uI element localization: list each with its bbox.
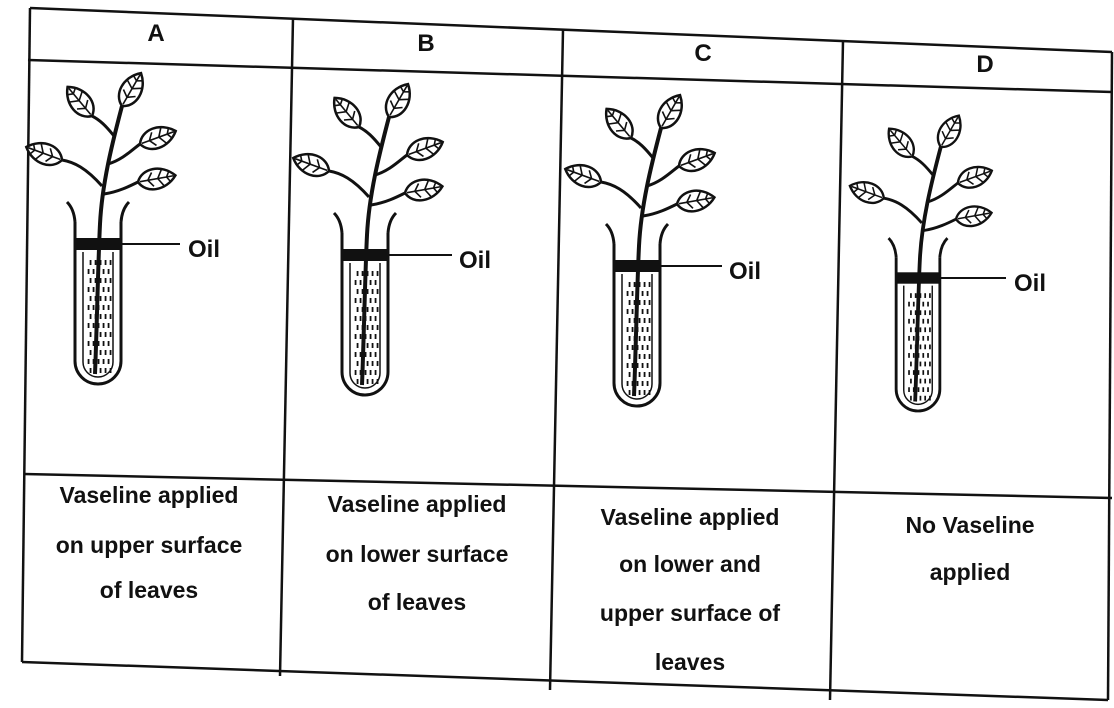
leaf-c-5 — [675, 187, 716, 214]
oil-label-b: Oil — [459, 247, 491, 274]
oil-layer-b — [342, 249, 388, 261]
caption-c-line-1: Vaseline applied — [601, 504, 780, 530]
header-d: D — [976, 51, 993, 78]
leaf-b-1 — [290, 148, 333, 180]
header-a: A — [147, 20, 164, 47]
leaf-a-4 — [137, 121, 180, 153]
leaf-c-4 — [676, 143, 719, 175]
leaf-a-3 — [113, 68, 150, 111]
branches-c — [601, 138, 679, 216]
leaf-d-1 — [847, 177, 888, 207]
leaf-d-5 — [954, 203, 993, 228]
oil-layer-c — [614, 260, 660, 272]
plant-c — [562, 90, 722, 406]
header-b: B — [417, 30, 434, 57]
leaf-c-1 — [562, 159, 605, 191]
leaf-b-3 — [380, 79, 417, 122]
caption-c-line-4: leaves — [655, 649, 725, 675]
leaf-c-3 — [652, 90, 689, 133]
branches-a — [62, 116, 140, 194]
leaf-b-5 — [403, 176, 444, 203]
plant-b — [290, 79, 452, 395]
caption-a-line-1: Vaseline applied — [60, 482, 239, 508]
leaf-d-4 — [955, 162, 996, 192]
branches-b — [329, 127, 407, 205]
caption-a-line-2: on upper surface — [56, 532, 243, 558]
column-headers: A B C D — [147, 20, 993, 78]
captions: Vaseline applied on upper surface of lea… — [56, 482, 1035, 675]
leaf-d-3 — [932, 111, 967, 152]
caption-c-line-2: on lower and — [619, 551, 761, 577]
tube-lip-a — [67, 202, 129, 222]
tube-lip-b — [334, 213, 396, 233]
oil-layer-d — [896, 272, 940, 283]
caption-b-line-3: of leaves — [368, 589, 466, 615]
caption-b-line-1: Vaseline applied — [328, 491, 507, 517]
plant-d — [847, 111, 1006, 411]
tube-lip-c — [606, 224, 668, 244]
branches-d — [884, 156, 958, 230]
oil-label-d: Oil — [1014, 270, 1046, 297]
oil-label-c: Oil — [729, 258, 761, 285]
plant-a — [23, 68, 180, 384]
caption-a-line-3: of leaves — [100, 577, 198, 603]
caption-b-line-2: on lower surface — [326, 541, 509, 567]
header-c: C — [694, 40, 711, 67]
leaf-a-5 — [136, 165, 177, 192]
oil-label-a: Oil — [188, 236, 220, 263]
oil-layer-a — [75, 238, 121, 250]
tube-lip-d — [889, 238, 948, 257]
caption-d-line-2: applied — [930, 559, 1011, 585]
leaf-b-4 — [404, 132, 447, 164]
caption-c-line-3: upper surface of — [600, 600, 781, 626]
caption-d-line-1: No Vaseline — [905, 512, 1034, 538]
plant-illustrations — [23, 68, 1006, 411]
